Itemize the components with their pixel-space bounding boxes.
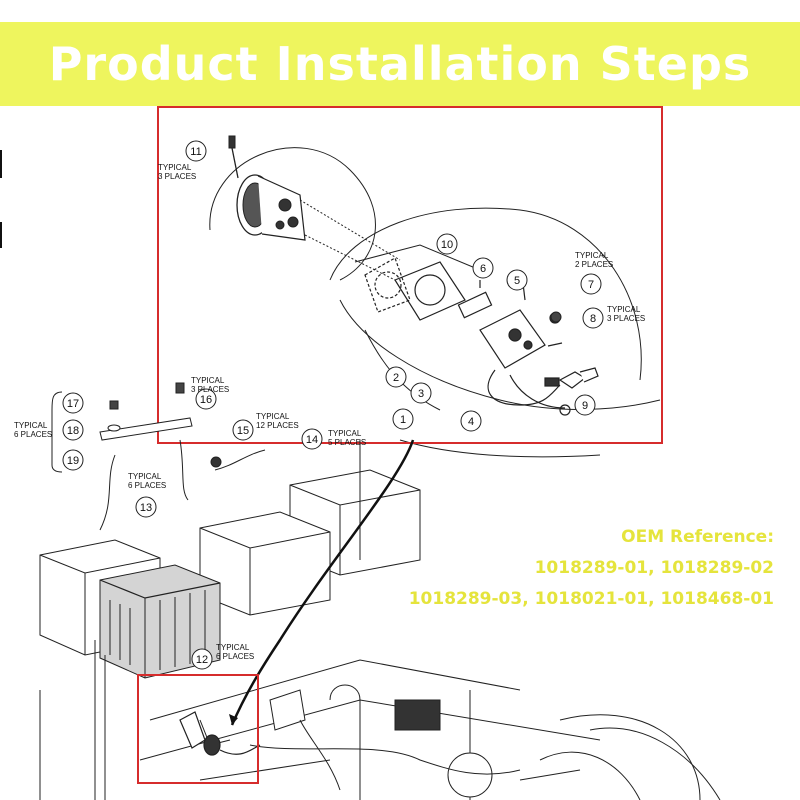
callout-5 xyxy=(506,269,528,291)
callout-number: 8 xyxy=(590,313,596,325)
note-text: 5 PLACES xyxy=(328,438,366,447)
page-title: Product Installation Steps xyxy=(48,37,752,91)
note-text: TYPICAL xyxy=(575,251,609,260)
callout-number: 12 xyxy=(196,654,208,666)
oem-part-numbers-line2: 1018289-03, 1018021-01, 1018468-01 xyxy=(408,589,774,609)
note-text: 6 PLACES xyxy=(128,481,166,490)
oem-heading: OEM Reference: xyxy=(621,527,774,547)
callout-number: 10 xyxy=(441,239,453,251)
callout-14 xyxy=(301,428,323,450)
callout-number: 11 xyxy=(190,146,201,158)
note-text: TYPICAL xyxy=(256,412,290,421)
battery-pack xyxy=(39,417,421,800)
note-text: TYPICAL xyxy=(158,163,192,172)
callout-17 xyxy=(62,392,84,414)
highlight-box-location xyxy=(137,674,259,784)
note-text: TYPICAL xyxy=(191,376,225,385)
note-text: TYPICAL xyxy=(216,643,250,652)
callout-6 xyxy=(472,257,494,279)
highlight-box-receptacle xyxy=(157,106,663,444)
callout-7 xyxy=(580,273,602,295)
note-text: TYPICAL xyxy=(128,472,162,481)
callout-number: 13 xyxy=(140,502,152,514)
note-text: 3 PLACES xyxy=(191,385,229,394)
callout-number: 7 xyxy=(588,279,594,291)
note-text: TYPICAL xyxy=(14,421,48,430)
callout-15 xyxy=(232,419,254,441)
callout-number: 9 xyxy=(582,400,588,412)
typical-notes: TYPICAL 3 PLACES TYPICAL 2 PLACES TYPICA… xyxy=(14,163,645,661)
callout-11 xyxy=(185,140,207,162)
solenoid xyxy=(479,274,546,369)
oem-reference: OEM Reference: 1018289-01, 1018289-02 10… xyxy=(409,522,774,615)
chassis-frame xyxy=(139,440,721,800)
callout-12 xyxy=(191,648,213,670)
callout-8 xyxy=(582,307,604,329)
callout-number: 18 xyxy=(67,425,79,437)
note-text: 12 PLACES xyxy=(256,421,299,430)
callout-number: 6 xyxy=(480,263,486,275)
arrowhead-icon xyxy=(229,714,238,725)
callout-18 xyxy=(62,419,84,441)
title-banner xyxy=(0,22,800,106)
callout-number: 2 xyxy=(393,372,399,384)
callout-number: 1 xyxy=(400,414,406,426)
oem-part-numbers-line1: 1018289-01, 1018289-02 xyxy=(534,558,774,578)
callout-number: 14 xyxy=(306,434,318,446)
callout-10 xyxy=(436,233,458,255)
callout-number: 4 xyxy=(468,416,474,428)
callout-16 xyxy=(195,388,217,410)
callout-19 xyxy=(62,449,84,471)
callout-2 xyxy=(385,366,407,388)
note-text: 6 PLACES xyxy=(216,652,254,661)
note-text: TYPICAL xyxy=(607,305,641,314)
callout-number: 3 xyxy=(418,388,424,400)
gasket xyxy=(364,257,466,321)
callout-4 xyxy=(460,410,482,432)
callout-number: 16 xyxy=(200,394,212,406)
note-text: 3 PLACES xyxy=(607,314,645,323)
note-text: 3 PLACES xyxy=(158,172,196,181)
note-text: 6 PLACES xyxy=(14,430,52,439)
callout-number: 5 xyxy=(514,275,520,287)
leader-bracket xyxy=(51,391,63,473)
note-text: TYPICAL xyxy=(328,429,362,438)
receptacle-location xyxy=(179,711,261,756)
microswitch xyxy=(457,280,493,319)
callouts xyxy=(62,140,604,670)
callout-number: 19 xyxy=(67,455,79,467)
note-text: 2 PLACES xyxy=(575,260,613,269)
callout-3 xyxy=(410,382,432,404)
fastener-icons xyxy=(107,311,562,432)
callout-number: 17 xyxy=(67,398,79,410)
callout-numbers: 11 10 6 5 7 8 2 3 9 1 4 16 15 14 17 18 1… xyxy=(67,146,596,666)
callout-9 xyxy=(574,394,596,416)
callout-1 xyxy=(392,408,414,430)
callout-13 xyxy=(135,496,157,518)
callout-number: 15 xyxy=(237,425,249,437)
location-pointer-line xyxy=(230,439,415,726)
